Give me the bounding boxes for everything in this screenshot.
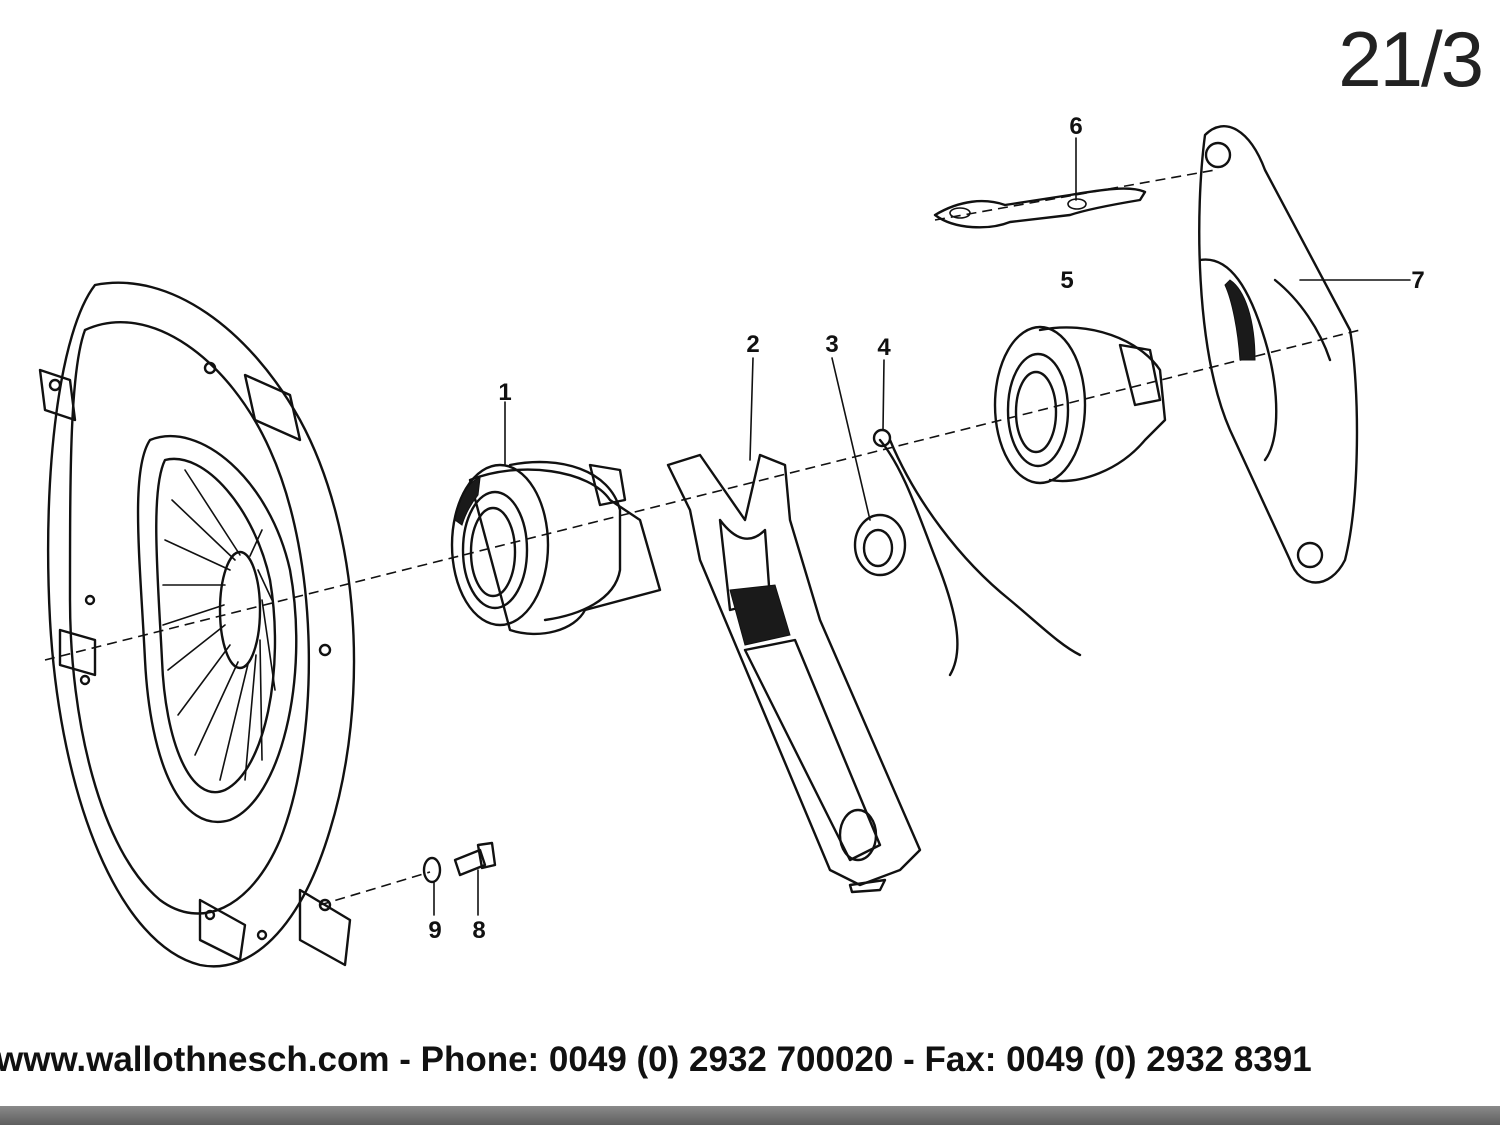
part-6-gasket bbox=[933, 187, 1147, 229]
part-1-release-bearing bbox=[450, 460, 662, 636]
part-8-bolt bbox=[453, 841, 497, 877]
callout-4: 4 bbox=[877, 334, 891, 361]
part-9-washer bbox=[422, 856, 442, 884]
footer-contact-bar: www.wallothnesch.com - Phone: 0049 (0) 2… bbox=[0, 1030, 1500, 1100]
pressure-plate bbox=[38, 281, 356, 968]
callout-8: 8 bbox=[472, 917, 485, 944]
part-3-bushing bbox=[853, 513, 907, 577]
horizontal-scrollbar[interactable] bbox=[0, 1106, 1500, 1125]
callout-1: 1 bbox=[498, 379, 511, 406]
part-7-guide-housing bbox=[1198, 125, 1359, 584]
callout-leaders bbox=[433, 137, 1411, 916]
callout-3: 3 bbox=[825, 331, 838, 358]
page-number: 21/3 bbox=[1338, 15, 1484, 103]
part-5-bearing bbox=[993, 325, 1167, 485]
callout-6: 6 bbox=[1069, 113, 1082, 140]
callout-7: 7 bbox=[1411, 267, 1424, 294]
callout-9: 9 bbox=[428, 917, 441, 944]
assembly-axis bbox=[44, 169, 1361, 906]
part-2-release-fork bbox=[666, 453, 922, 894]
callout-2: 2 bbox=[746, 331, 759, 358]
part-4-spring-clip bbox=[872, 428, 1082, 677]
callout-5: 5 bbox=[1060, 267, 1073, 294]
footer-contact-text: www.wallothnesch.com - Phone: 0049 (0) 2… bbox=[0, 1040, 1312, 1079]
callout-labels: 1 2 3 4 5 6 7 8 9 bbox=[428, 113, 1424, 944]
